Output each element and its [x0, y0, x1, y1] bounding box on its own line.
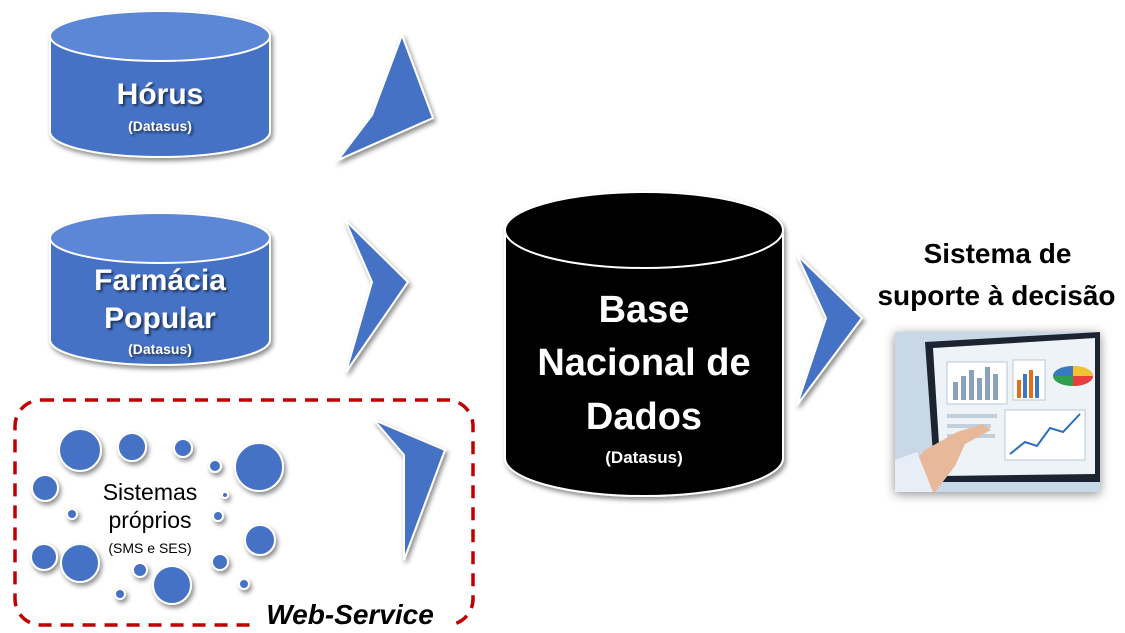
arrow-farmacia-icon [344, 219, 410, 373]
bubble [208, 459, 222, 473]
base-nacional-database-icon [504, 191, 784, 497]
dss-title-line2: suporte à decisão [877, 280, 1116, 311]
arrow-dss-icon [796, 254, 864, 406]
proprios-subtitle: (SMS e SES) [108, 540, 192, 556]
farmacia-subtitle: (Datasus) [128, 341, 192, 357]
analytics-screen-photo [895, 332, 1100, 492]
bubble [211, 553, 229, 571]
bubble [234, 442, 284, 492]
bubble [58, 428, 102, 472]
arrow-horus-icon [334, 32, 435, 163]
horus-subtitle: (Datasus) [128, 118, 192, 134]
bubble [152, 565, 192, 605]
bubble [114, 588, 126, 600]
bubble [244, 524, 276, 556]
analytics-screen-icon [895, 332, 1100, 492]
farmacia-title-line2: Popular [104, 302, 216, 335]
bubble [173, 438, 193, 458]
bubble [31, 474, 59, 502]
horus-database-icon [49, 10, 271, 158]
bubble [238, 578, 250, 590]
bubble [30, 543, 58, 571]
bubble [66, 508, 78, 520]
web-service-label: Web-Service [250, 598, 450, 632]
web-service-dashed-box [13, 398, 475, 627]
central-title-line3: Dados [585, 396, 703, 438]
arrow-sistemas-icon [373, 419, 447, 561]
bubble [60, 543, 100, 583]
horus-title: Hórus [116, 78, 204, 111]
proprios-title-line1: Sistemas [102, 479, 198, 505]
farmacia-popular-database-icon [49, 212, 271, 366]
proprios-title-line2: próprios [108, 507, 192, 533]
bubble [132, 562, 148, 578]
central-title-line1: Base [598, 289, 690, 331]
bubble-cluster [30, 428, 284, 605]
central-subtitle: (Datasus) [605, 448, 683, 467]
bubble [117, 432, 147, 462]
bubble [221, 491, 229, 499]
farmacia-title-line1: Farmácia [94, 264, 226, 297]
dss-title-line1: Sistema de [923, 238, 1072, 269]
central-title-line2: Nacional de [537, 342, 751, 384]
bubble [212, 510, 224, 522]
